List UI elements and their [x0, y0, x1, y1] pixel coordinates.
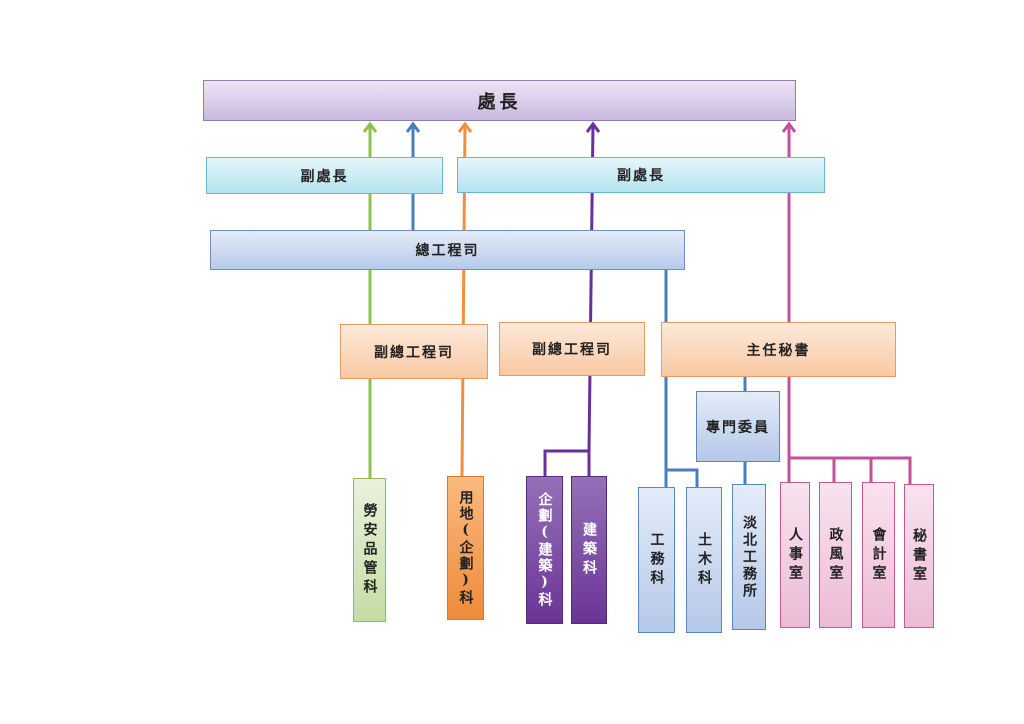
- deputy-chief-engineer-middle-box: 副總工程司: [499, 322, 645, 376]
- purple-connector-arrowhead: [585, 121, 601, 133]
- personnel-office-box: 人事室: [780, 482, 810, 628]
- magenta-connector-bus: [787, 456, 912, 484]
- orange-connector-arrowhead: [457, 121, 473, 133]
- deputy-director-left-box: 副處長: [206, 157, 443, 194]
- land-section-box: 用地(企劃)科: [447, 476, 484, 620]
- secretary-general-box: 主任秘書: [661, 322, 896, 377]
- planning-section-box: 企劃(建築)科: [526, 476, 563, 624]
- specialist-box: 專門委員: [696, 391, 780, 462]
- blue-connector-civil: [666, 468, 699, 487]
- architecture-section-box: 建築科: [571, 476, 607, 624]
- ethics-office-box: 政風室: [819, 482, 852, 628]
- deputy-chief-engineer-left-box: 副總工程司: [340, 324, 488, 379]
- danbei-works-office-box: 淡北工務所: [732, 484, 766, 630]
- blue-connector-top-arrowhead: [405, 121, 421, 133]
- civil-section-box: 土木科: [686, 487, 722, 633]
- magenta-connector-arrowhead: [781, 121, 797, 133]
- works-section-box: 工務科: [638, 487, 675, 633]
- green-connector-arrowhead: [362, 121, 378, 133]
- labor-safety-section-box: 勞安品管科: [353, 478, 386, 622]
- deputy-director-right-box: 副處長: [457, 157, 825, 193]
- secretariat-box: 秘書室: [904, 484, 934, 628]
- purple-connector-split: [543, 449, 591, 476]
- chief-engineer-box: 總工程司: [210, 230, 685, 270]
- accounting-office-box: 會計室: [862, 482, 895, 628]
- director-box: 處長: [203, 80, 796, 121]
